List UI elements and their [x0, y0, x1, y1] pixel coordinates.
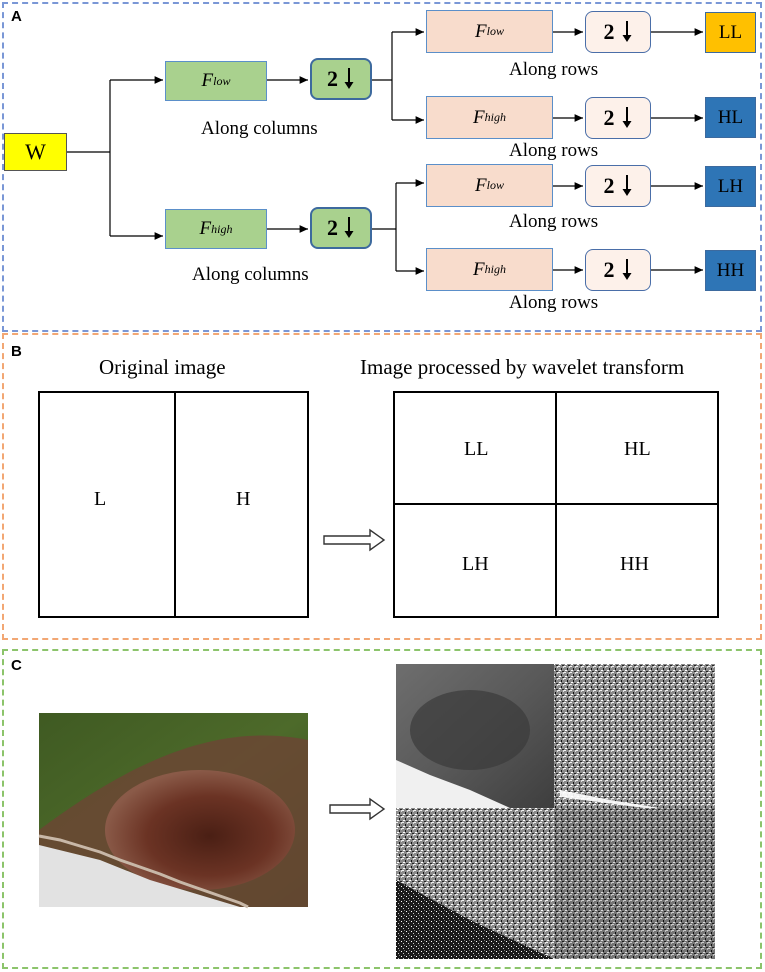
- downsample-factor: 2: [603, 105, 615, 130]
- panel-a-frame: [2, 2, 762, 332]
- downsample-factor: 2: [327, 215, 338, 240]
- processed-cell-hh: HH: [620, 553, 649, 575]
- wavelet-result-grid: [396, 664, 715, 959]
- filter-subscript: low: [486, 24, 504, 38]
- original-cell-l: L: [94, 488, 107, 510]
- down-arrow-icon: [622, 175, 631, 196]
- downsample-factor: 2: [603, 173, 615, 198]
- downsample-box-lh: 2: [585, 165, 651, 207]
- hollow-right-arrow-icon: [323, 528, 386, 552]
- panel-c-frame: [2, 649, 762, 969]
- filter-f-letter: F: [475, 174, 487, 196]
- processed-cell-lh: LH: [462, 553, 489, 575]
- downsample-box-hl: 2: [585, 97, 651, 139]
- downsample-box-top: 2: [310, 58, 372, 100]
- downsample-factor: 2: [327, 66, 338, 91]
- output-ll: LL: [705, 12, 756, 53]
- processed-image-title: Image processed by wavelet transform: [360, 355, 685, 379]
- original-cell-h: H: [236, 488, 251, 510]
- filter-subscript: high: [484, 262, 506, 276]
- output-label: LH: [717, 175, 744, 197]
- down-arrow-icon: [344, 217, 354, 238]
- down-arrow-icon: [622, 21, 631, 42]
- filter-subscript: low: [486, 178, 504, 192]
- downsample-box-bottom: 2: [310, 207, 372, 249]
- wavelet-ll-quadrant: [396, 664, 554, 808]
- output-hl: HL: [705, 97, 756, 138]
- original-leaf-photo: [38, 713, 308, 909]
- output-label: LL: [718, 21, 743, 43]
- label-along-rows-lh: Along rows: [509, 211, 599, 232]
- output-hh: HH: [705, 250, 756, 291]
- processed-cell-ll: LL: [464, 438, 489, 460]
- downsample-box-ll: 2: [585, 11, 651, 53]
- panel-c-letter: C: [11, 657, 22, 674]
- label-along-columns-top: Along columns: [201, 118, 318, 139]
- filter-subscript: high: [211, 221, 233, 236]
- downsample-factor: 2: [603, 19, 615, 44]
- wavelet-hl-quadrant: [554, 664, 715, 808]
- downsample-box-hh: 2: [585, 249, 651, 291]
- output-label: HH: [716, 259, 745, 281]
- input-w-box: W: [4, 133, 67, 171]
- original-image-frame: [38, 391, 309, 618]
- output-label: HL: [717, 106, 744, 128]
- down-arrow-icon: [344, 68, 354, 89]
- filter-f-letter: F: [199, 218, 212, 239]
- filter-subscript: low: [213, 73, 231, 88]
- panel-a-letter: A: [11, 8, 22, 25]
- wavelet-hh-quadrant: [554, 808, 715, 959]
- wavelet-lh-quadrant: [396, 808, 554, 959]
- input-w-label: W: [25, 139, 46, 164]
- output-lh: LH: [705, 166, 756, 207]
- down-arrow-icon: [622, 107, 631, 128]
- original-image-title: Original image: [99, 355, 226, 379]
- filter-subscript: high: [484, 110, 506, 124]
- downsample-factor: 2: [603, 257, 615, 282]
- filter-f-letter: F: [201, 70, 214, 91]
- label-along-columns-bottom: Along columns: [192, 264, 309, 285]
- label-along-rows-hl: Along rows: [509, 140, 599, 161]
- label-along-rows-ll: Along rows: [509, 59, 599, 80]
- filter-f-letter: F: [475, 20, 487, 42]
- processed-cell-hl: HL: [624, 438, 651, 460]
- panel-b-frame: [2, 333, 762, 640]
- filter-f-letter: F: [473, 106, 485, 128]
- down-arrow-icon: [622, 259, 631, 280]
- label-along-rows-hh: Along rows: [509, 292, 599, 313]
- transform-arrow-b: [323, 528, 386, 552]
- hollow-right-arrow-icon: [329, 797, 386, 821]
- panel-b-letter: B: [11, 343, 22, 360]
- filter-f-letter: F: [473, 258, 485, 280]
